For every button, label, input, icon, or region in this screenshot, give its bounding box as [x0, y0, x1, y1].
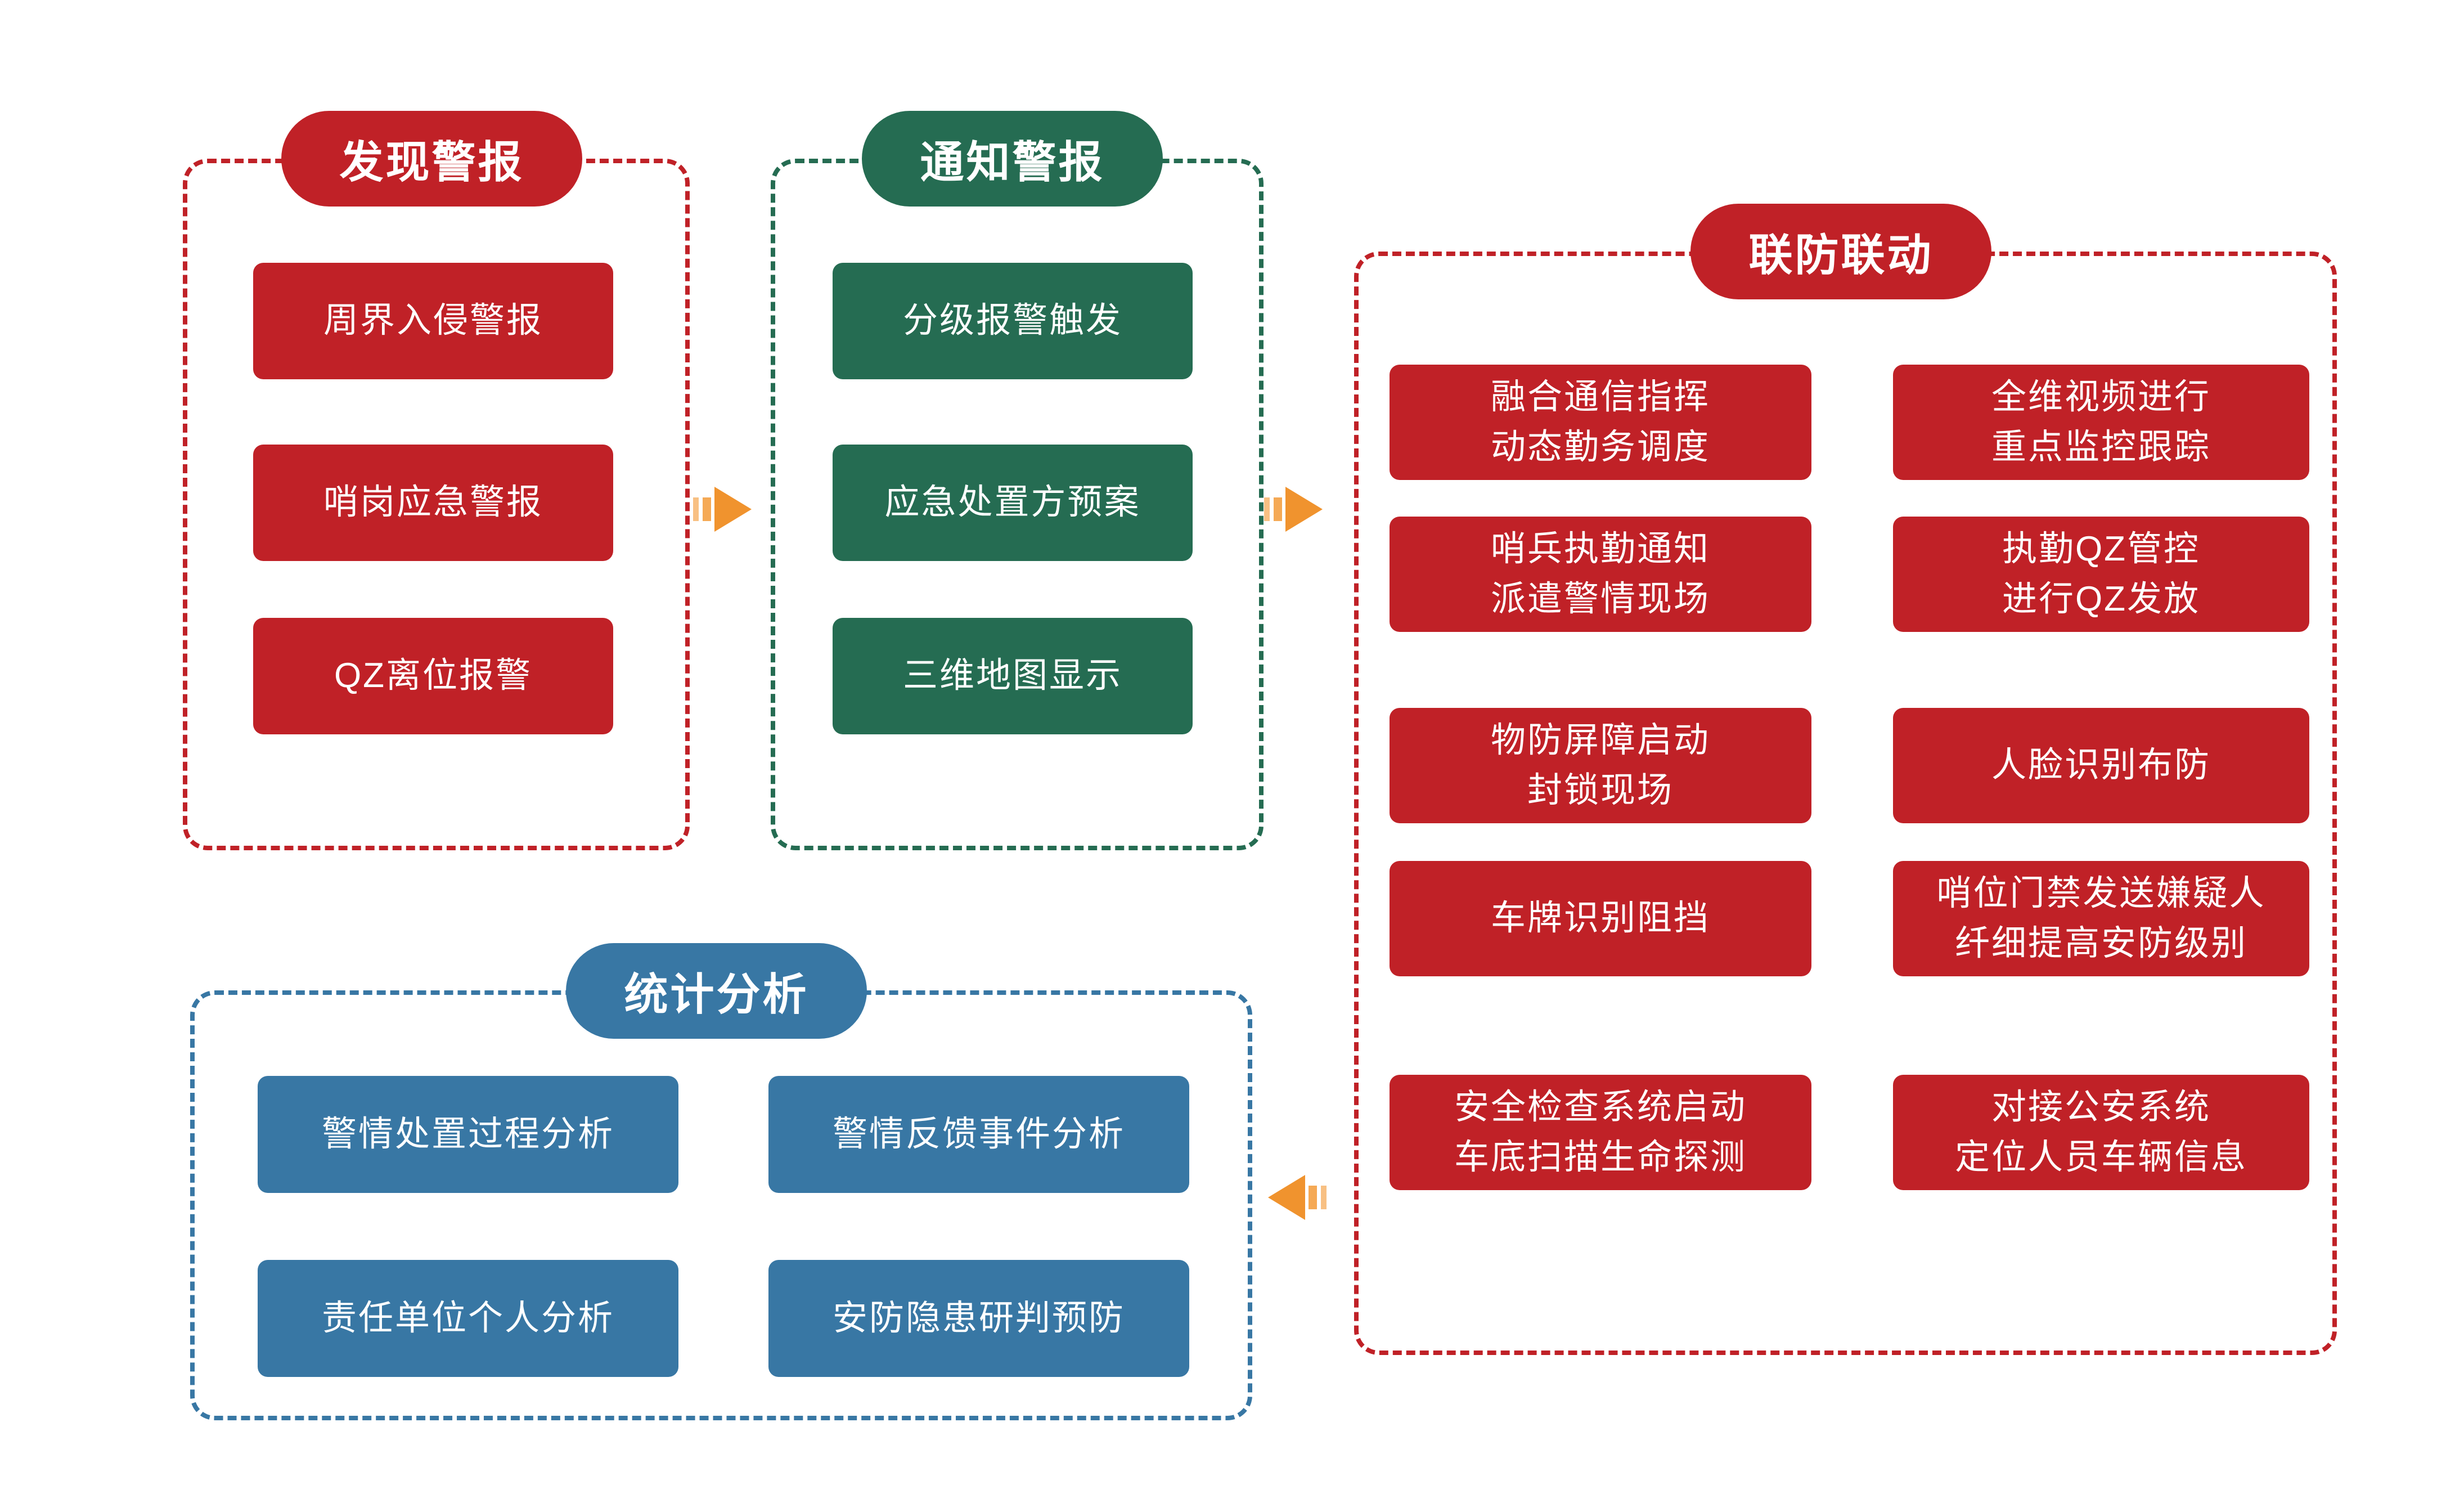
- striped-right-arrow-icon: [693, 487, 752, 532]
- node-label-line: 安全检查系统启动: [1454, 1088, 1747, 1127]
- node-plate-recognition-block: 车牌识别阻挡: [1390, 861, 1811, 976]
- node-qz-offsite-alarm: QZ离位报警: [253, 618, 613, 734]
- node-security-risk-prediction: 安防隐患研判预防: [768, 1260, 1189, 1377]
- node-label: 警情反馈事件分析: [832, 1114, 1125, 1154]
- striped-right-arrow-icon: [1264, 487, 1323, 532]
- node-label-line: 车底扫描生命探测: [1454, 1137, 1747, 1177]
- section-title-pill-stats: 统计分析: [566, 943, 867, 1039]
- node-duty-qz-control: 执勤QZ管控 进行QZ发放: [1893, 517, 2309, 632]
- node-label-line: 重点监控跟踪: [1991, 427, 2211, 466]
- node-sentry-access-suspect-alert: 哨位门禁发送嫌疑人 纤细提高安防级别: [1893, 861, 2309, 976]
- section-title: 发现警报: [339, 137, 524, 187]
- node-label-line: 哨位门禁发送嫌疑人: [1936, 874, 2266, 913]
- node-fused-comms-dispatch: 融合通信指挥 动态勤务调度: [1390, 365, 1811, 480]
- node-label-line: 对接公安系统: [1991, 1088, 2211, 1127]
- node-security-check-life-scan: 安全检查系统启动 车底扫描生命探测: [1390, 1075, 1811, 1190]
- node-label-line: 进行QZ发放: [2002, 579, 2201, 618]
- node-label: 周界入侵警报: [323, 301, 543, 340]
- section-title: 统计分析: [624, 970, 809, 1019]
- node-label: 警情处置过程分析: [321, 1114, 614, 1154]
- node-label-line: 定位人员车辆信息: [1954, 1137, 2247, 1177]
- node-label-line: 动态勤务调度: [1490, 427, 1710, 466]
- node-label-line: 全维视频进行: [1991, 378, 2211, 417]
- node-label: 三维地图显示: [902, 656, 1122, 696]
- node-responsible-unit-person-analysis: 责任单位个人分析: [258, 1260, 678, 1377]
- node-label-line: 车牌识别阻挡: [1490, 899, 1710, 938]
- section-title: 通知警报: [920, 137, 1105, 187]
- node-physical-barrier-lockdown: 物防屏障启动 封锁现场: [1390, 708, 1811, 823]
- striped-left-arrow-icon: [1268, 1175, 1327, 1220]
- node-label-line: 物防屏障启动: [1490, 721, 1710, 760]
- node-graded-alarm-trigger: 分级报警触发: [833, 263, 1193, 379]
- node-emergency-response-plan: 应急处置方预案: [833, 445, 1193, 561]
- node-face-recognition-deploy: 人脸识别布防: [1893, 708, 2309, 823]
- section-title: 联防联动: [1748, 230, 1934, 280]
- node-label: QZ离位报警: [334, 656, 533, 696]
- node-label: 哨岗应急警报: [323, 483, 543, 522]
- node-label-line: 哨兵执勤通知: [1490, 530, 1710, 569]
- node-label-line: 人脸识别布防: [1991, 746, 2211, 785]
- node-perimeter-intrusion-alarm: 周界入侵警报: [253, 263, 613, 379]
- node-label: 应急处置方预案: [884, 483, 1141, 522]
- node-alarm-feedback-event-analysis: 警情反馈事件分析: [768, 1076, 1189, 1193]
- node-sentry-duty-notify: 哨兵执勤通知 派遣警情现场: [1390, 517, 1811, 632]
- section-title-pill-joint: 联防联动: [1690, 204, 1991, 299]
- section-title-pill-discover: 发现警报: [281, 111, 582, 207]
- node-label-line: 执勤QZ管控: [2002, 530, 2201, 569]
- node-label-line: 纤细提高安防级别: [1954, 923, 2247, 963]
- node-sentry-emergency-alarm: 哨岗应急警报: [253, 445, 613, 561]
- node-alarm-handling-process-analysis: 警情处置过程分析: [258, 1076, 678, 1193]
- node-label: 责任单位个人分析: [321, 1298, 614, 1338]
- node-label: 安防隐患研判预防: [832, 1298, 1125, 1338]
- node-panoramic-video-tracking: 全维视频进行 重点监控跟踪: [1893, 365, 2309, 480]
- node-label: 分级报警触发: [902, 301, 1122, 340]
- node-label-line: 封锁现场: [1527, 770, 1674, 810]
- node-police-system-link: 对接公安系统 定位人员车辆信息: [1893, 1075, 2309, 1190]
- node-3d-map-display: 三维地图显示: [833, 618, 1193, 734]
- node-label-line: 派遣警情现场: [1490, 579, 1710, 618]
- node-label-line: 融合通信指挥: [1490, 378, 1710, 417]
- section-title-pill-notify: 通知警报: [862, 111, 1163, 207]
